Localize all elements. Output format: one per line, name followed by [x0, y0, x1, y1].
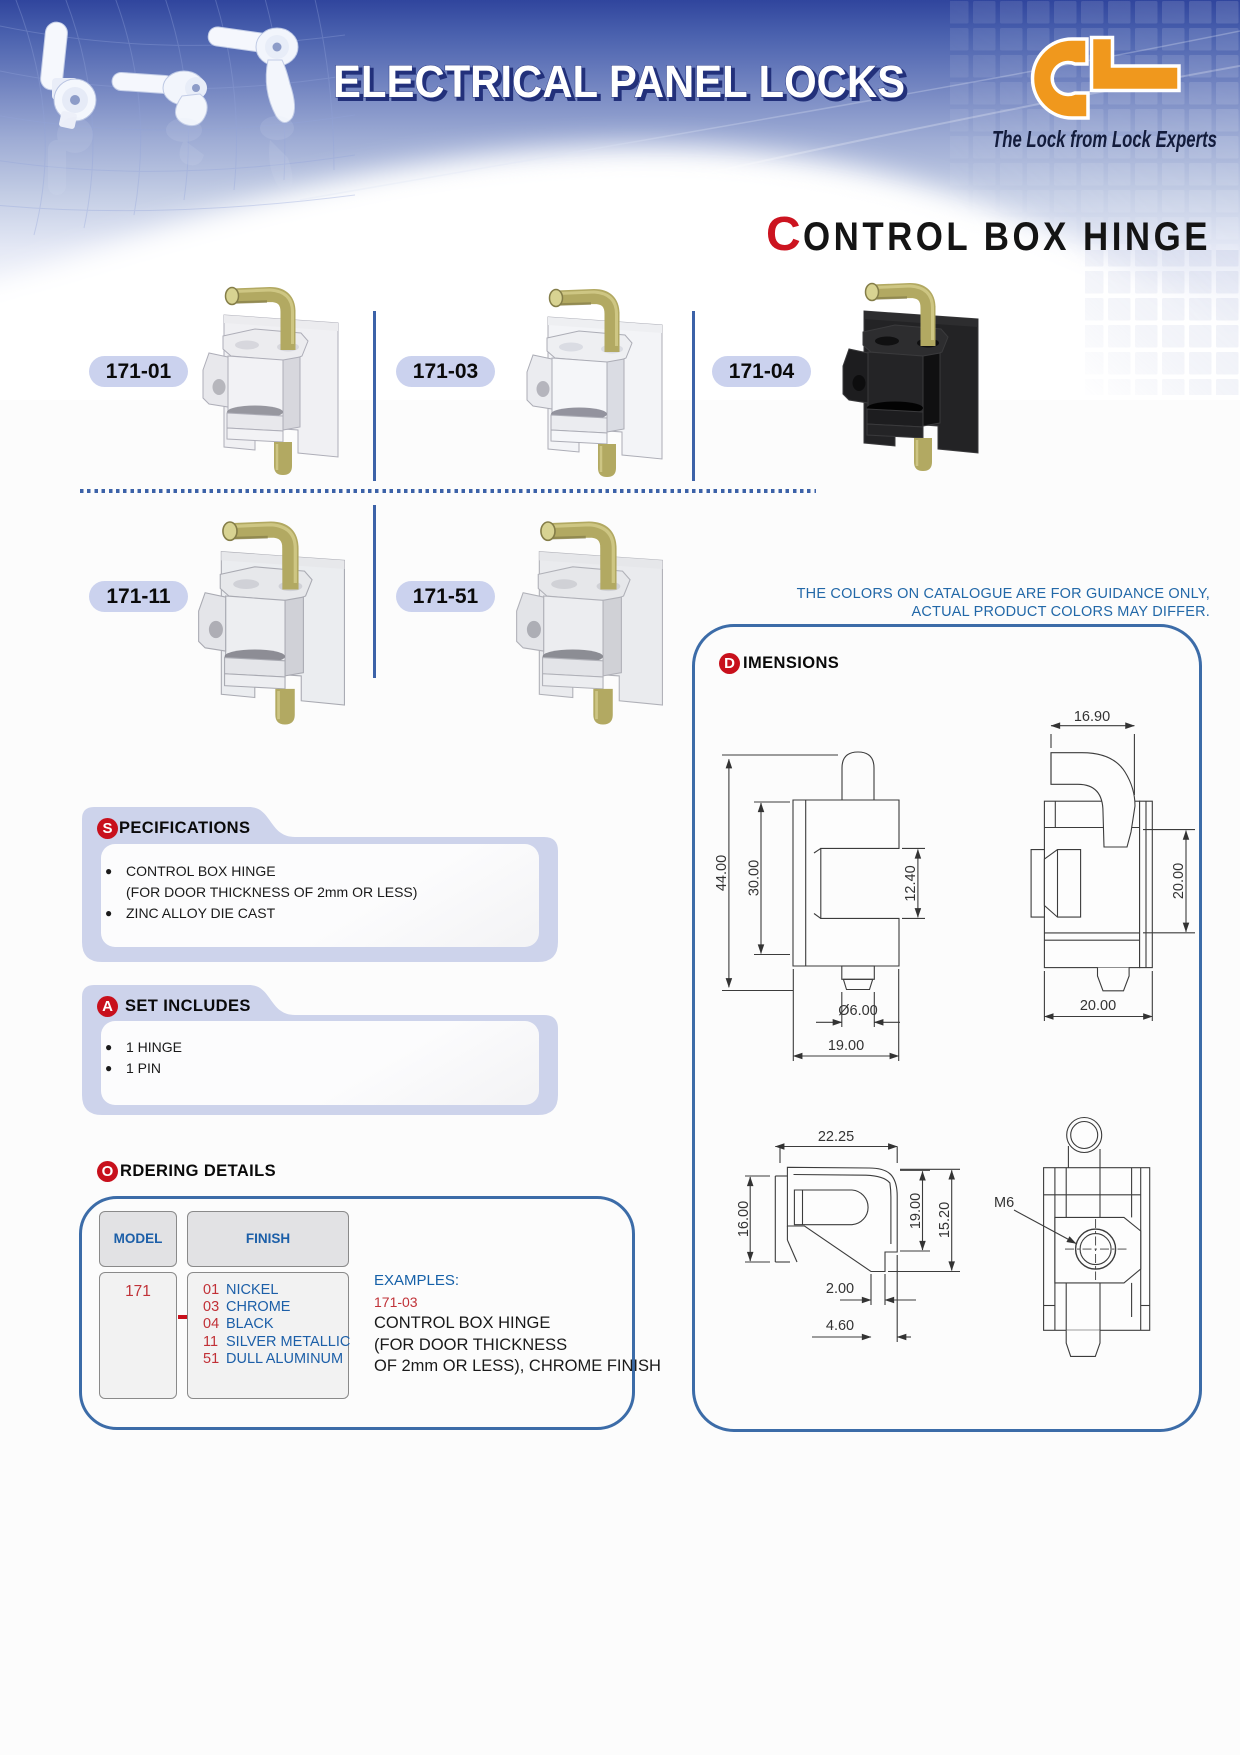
svg-text:16.90: 16.90: [1074, 709, 1110, 725]
svg-text:12.40: 12.40: [903, 865, 919, 901]
svg-text:4.60: 4.60: [826, 1318, 854, 1334]
svg-text:19.00: 19.00: [828, 1038, 864, 1054]
svg-text:44.00: 44.00: [714, 855, 730, 891]
svg-text:20.00: 20.00: [1080, 998, 1116, 1014]
svg-text:15.20: 15.20: [937, 1202, 953, 1238]
svg-text:Ø6.00: Ø6.00: [838, 1003, 878, 1019]
svg-text:M6: M6: [994, 1195, 1014, 1211]
svg-text:ONTROL BOX HINGE: ONTROL BOX HINGE: [803, 215, 1211, 259]
svg-text:2.00: 2.00: [826, 1281, 854, 1297]
svg-text:20.00: 20.00: [1171, 863, 1187, 899]
svg-text:30.00: 30.00: [747, 860, 763, 896]
svg-text:C: C: [766, 208, 801, 260]
svg-text:ELECTRICAL PANEL LOCKS: ELECTRICAL PANEL LOCKS: [333, 56, 905, 107]
svg-text:ELECTRICAL PANEL LOCKS: ELECTRICAL PANEL LOCKS: [336, 59, 908, 110]
svg-text:19.00: 19.00: [908, 1193, 924, 1229]
svg-text:The Lock from Lock Experts: The Lock from Lock Experts: [992, 126, 1217, 152]
svg-text:16.00: 16.00: [736, 1201, 752, 1237]
svg-text:22.25: 22.25: [818, 1129, 854, 1145]
